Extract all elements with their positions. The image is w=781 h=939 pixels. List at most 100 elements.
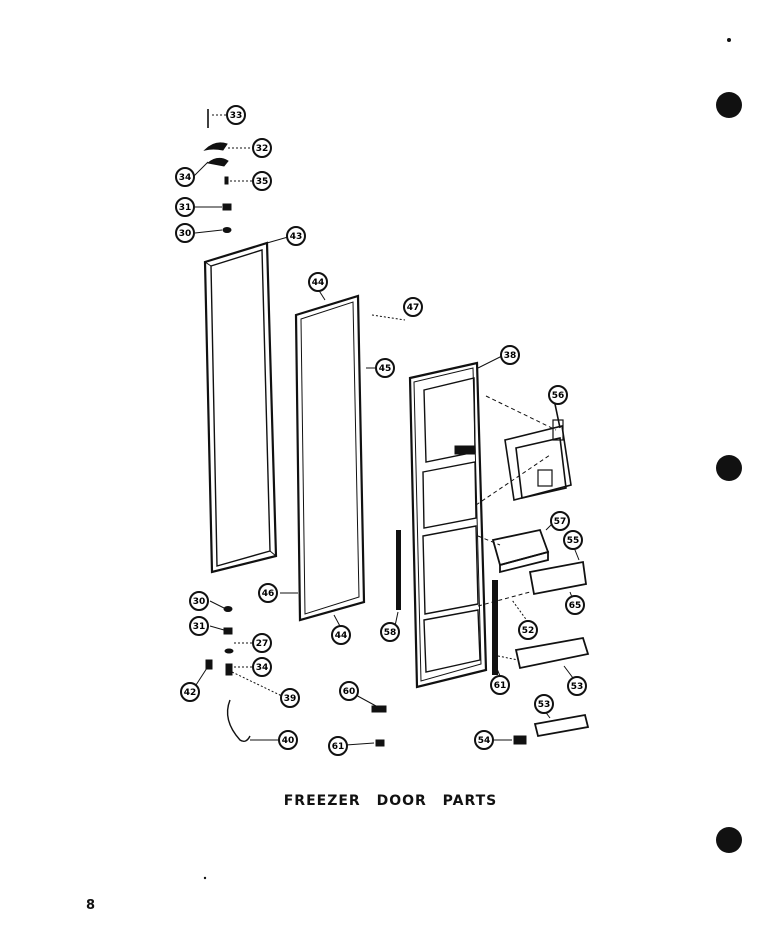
callout-balloon xyxy=(308,272,328,292)
callout-label: 30 xyxy=(193,597,206,607)
callout-balloon xyxy=(252,657,272,677)
callout-label: 56 xyxy=(552,391,565,401)
callout-42: 42 xyxy=(180,682,200,702)
callout-label: 44 xyxy=(312,278,325,288)
callout-39: 39 xyxy=(280,688,300,708)
callout-balloon xyxy=(175,197,195,217)
callout-balloon xyxy=(500,345,520,365)
callout-balloon xyxy=(258,583,278,603)
callout-44: 44 xyxy=(331,625,351,645)
dispenser-housing-part xyxy=(504,403,572,502)
speck xyxy=(727,38,731,42)
callout-label: 31 xyxy=(179,203,192,213)
callout-label: 32 xyxy=(256,144,269,154)
callout-balloon xyxy=(534,694,554,714)
callout-label: 47 xyxy=(407,303,420,313)
callout-label: 27 xyxy=(256,639,269,649)
callout-label: 54 xyxy=(478,736,491,746)
callout-61: 61 xyxy=(328,736,348,756)
callout-balloon xyxy=(175,223,195,243)
hardware-parts xyxy=(203,109,527,747)
callout-balloon xyxy=(189,591,209,611)
callout-31: 31 xyxy=(189,616,209,636)
callout-40: 40 xyxy=(278,730,298,750)
callout-27: 27 xyxy=(252,633,272,653)
callout-balloon xyxy=(565,595,585,615)
door-liner-part xyxy=(294,294,366,622)
callout-balloon xyxy=(280,688,300,708)
callout-31: 31 xyxy=(175,197,195,217)
callout-46: 46 xyxy=(258,583,278,603)
binder-holes xyxy=(203,38,742,880)
callout-53: 53 xyxy=(534,694,554,714)
callout-65: 65 xyxy=(565,595,585,615)
callout-balloon xyxy=(550,511,570,531)
callout-balloon xyxy=(180,682,200,702)
callout-60: 60 xyxy=(339,681,359,701)
callout-label: 44 xyxy=(335,631,348,641)
door-gasket-part xyxy=(203,241,278,574)
callout-label: 55 xyxy=(567,536,580,546)
callout-56: 56 xyxy=(548,385,568,405)
callout-balloon xyxy=(175,167,195,187)
callout-30: 30 xyxy=(189,591,209,611)
callout-53: 53 xyxy=(567,676,587,696)
binder-hole xyxy=(716,455,742,481)
callout-balloon xyxy=(375,358,395,378)
callout-label: 34 xyxy=(256,663,269,673)
callout-38: 38 xyxy=(500,345,520,365)
leader-lines xyxy=(193,114,580,746)
callout-balloon xyxy=(474,730,494,750)
callout-label: 45 xyxy=(379,364,392,374)
callout-43: 43 xyxy=(286,226,306,246)
callout-balloon xyxy=(252,138,272,158)
callout-label: 31 xyxy=(193,622,206,632)
callout-balloon xyxy=(518,620,538,640)
page-number: 8 xyxy=(86,898,96,913)
callout-32: 32 xyxy=(252,138,272,158)
callout-54: 54 xyxy=(474,730,494,750)
callout-balloon xyxy=(328,736,348,756)
callout-balloon xyxy=(331,625,351,645)
callout-label: 35 xyxy=(256,177,269,187)
callout-55: 55 xyxy=(563,530,583,550)
callout-label: 42 xyxy=(184,688,197,698)
callout-33: 33 xyxy=(226,105,246,125)
callout-61: 61 xyxy=(490,675,510,695)
callout-balloon xyxy=(286,226,306,246)
callout-44: 44 xyxy=(308,272,328,292)
callout-balloon xyxy=(403,297,423,317)
callout-30: 30 xyxy=(175,223,195,243)
callout-balloon xyxy=(339,681,359,701)
callout-balloon xyxy=(380,622,400,642)
callout-label: 46 xyxy=(262,589,275,599)
callout-label: 65 xyxy=(569,601,582,611)
door-shelf-part xyxy=(528,560,588,596)
callout-58: 58 xyxy=(380,622,400,642)
speck xyxy=(203,876,207,880)
callout-35: 35 xyxy=(252,171,272,191)
callout-balloon xyxy=(189,616,209,636)
callout-balloon xyxy=(567,676,587,696)
callout-label: 34 xyxy=(179,173,192,183)
callout-34: 34 xyxy=(252,657,272,677)
callout-label: 61 xyxy=(332,742,345,752)
callout-balloon xyxy=(548,385,568,405)
callout-label: 39 xyxy=(284,694,297,704)
callout-52: 52 xyxy=(518,620,538,640)
callout-balloon xyxy=(252,171,272,191)
callout-balloon xyxy=(252,633,272,653)
callout-label: 57 xyxy=(554,517,567,527)
callout-label: 53 xyxy=(571,682,584,692)
door-bin-part xyxy=(491,528,550,574)
callout-label: 33 xyxy=(230,111,243,121)
binder-hole xyxy=(716,92,742,118)
callout-label: 58 xyxy=(384,628,397,638)
diagram-title: FREEZER DOOR PARTS xyxy=(283,793,498,809)
callout-label: 52 xyxy=(522,626,535,636)
callout-label: 43 xyxy=(290,232,303,242)
callout-label: 30 xyxy=(179,229,192,239)
callout-balloon xyxy=(563,530,583,550)
